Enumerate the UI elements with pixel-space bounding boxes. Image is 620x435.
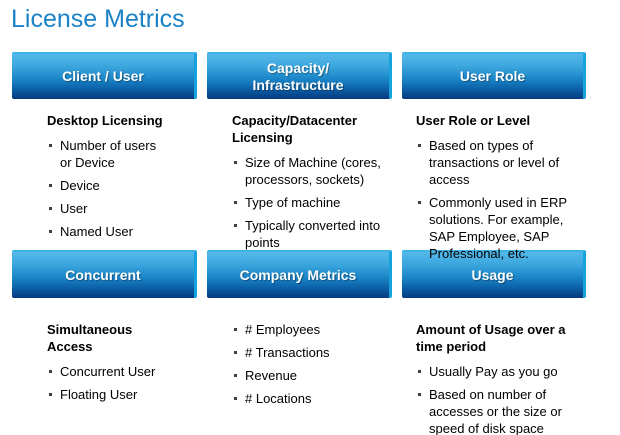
list-item: Size of Machine (cores, processors, sock… bbox=[232, 154, 392, 188]
bullet-text: Concurrent User bbox=[60, 364, 156, 379]
bullet-dot bbox=[234, 224, 237, 227]
bullet-text: Floating User bbox=[60, 387, 138, 402]
bullet-dot bbox=[234, 397, 237, 400]
list-item: Revenue bbox=[232, 367, 392, 384]
bullet-list: Number of users or Device Device User Na… bbox=[47, 137, 197, 240]
header-box-company-metrics: Company Metrics bbox=[207, 250, 392, 298]
section-subheading: Capacity/Datacenter Licensing bbox=[232, 113, 357, 145]
header-zone: Client / User bbox=[12, 44, 197, 99]
header-label: Capacity/ Infrastructure bbox=[252, 59, 344, 93]
list-item: # Employees bbox=[232, 321, 392, 338]
header-zone: User Role bbox=[402, 44, 586, 99]
bullet-text: Based on number of accesses or the size … bbox=[429, 387, 562, 435]
section-subheading: Simultaneous Access bbox=[47, 322, 133, 354]
bullet-text: # Employees bbox=[245, 322, 321, 337]
list-item: Device bbox=[47, 177, 160, 194]
section-content: Amount of Usage over a time period Usual… bbox=[402, 298, 586, 435]
bullet-text: Device bbox=[60, 178, 100, 193]
list-item: User bbox=[47, 200, 160, 217]
list-item: Typically converted into points bbox=[232, 217, 392, 251]
bullet-dot bbox=[49, 230, 52, 233]
section-content: User Role or Level Based on types of tra… bbox=[402, 99, 586, 262]
header-label: Concurrent bbox=[65, 266, 141, 283]
list-item: Concurrent User bbox=[47, 363, 187, 380]
bullet-text: Usually Pay as you go bbox=[429, 364, 558, 379]
header-box-client-user: Client / User bbox=[12, 52, 197, 99]
list-item: Named User bbox=[47, 223, 160, 240]
bullet-dot bbox=[49, 207, 52, 210]
bullet-dot bbox=[234, 351, 237, 354]
section-content: # Employees # Transactions Revenue # Loc… bbox=[207, 298, 392, 407]
bullet-dot bbox=[418, 201, 421, 204]
header-label: User Role bbox=[459, 68, 526, 84]
bullet-text: Number of users or Device bbox=[60, 138, 157, 170]
section-client-user: Client / User Desktop Licensing Number o… bbox=[12, 44, 197, 250]
bullet-dot bbox=[49, 144, 52, 147]
header-zone: Concurrent bbox=[12, 250, 197, 298]
header-label: Company Metrics bbox=[239, 266, 357, 283]
section-subheading: Desktop Licensing bbox=[47, 113, 163, 128]
bullet-list: # Employees # Transactions Revenue # Loc… bbox=[232, 321, 392, 407]
bullet-text: # Transactions bbox=[245, 345, 330, 360]
list-item: Commonly used in ERP solutions. For exam… bbox=[416, 194, 586, 262]
list-item: # Locations bbox=[232, 390, 392, 407]
bullet-dot bbox=[418, 370, 421, 373]
bullet-text: Typically converted into points bbox=[245, 218, 381, 250]
list-item: Usually Pay as you go bbox=[416, 363, 579, 380]
bullet-dot bbox=[49, 184, 52, 187]
bullet-text: Type of machine bbox=[245, 195, 341, 210]
bullet-dot bbox=[234, 201, 237, 204]
bullet-text: Revenue bbox=[245, 368, 298, 383]
list-item: Number of users or Device bbox=[47, 137, 160, 171]
header-label: Usage bbox=[471, 266, 514, 283]
bullet-text: User bbox=[60, 201, 88, 216]
list-item: # Transactions bbox=[232, 344, 392, 361]
bullet-dot bbox=[234, 374, 237, 377]
header-zone: Capacity/ Infrastructure bbox=[207, 44, 392, 99]
header-box-concurrent: Concurrent bbox=[12, 250, 197, 298]
section-content: Simultaneous Access Concurrent User Floa… bbox=[12, 298, 197, 403]
bullet-dot bbox=[418, 393, 421, 396]
bullet-dot bbox=[234, 328, 237, 331]
metrics-grid: Client / User Desktop Licensing Number o… bbox=[12, 44, 586, 435]
bullet-text: Size of Machine (cores, processors, sock… bbox=[245, 155, 381, 187]
bullet-dot bbox=[49, 370, 52, 373]
bullet-dot bbox=[49, 393, 52, 396]
header-label: Client / User bbox=[62, 68, 144, 84]
section-capacity-infrastructure: Capacity/ Infrastructure Capacity/Datace… bbox=[207, 44, 392, 250]
header-box-usage: Usage bbox=[402, 250, 586, 298]
header-zone: Company Metrics bbox=[207, 250, 392, 298]
bullet-list: Concurrent User Floating User bbox=[47, 363, 197, 403]
bullet-dot bbox=[418, 144, 421, 147]
bullet-dot bbox=[234, 161, 237, 164]
section-subheading: User Role or Level bbox=[416, 113, 531, 128]
header-zone: Usage bbox=[402, 250, 586, 298]
page-title: License Metrics bbox=[11, 5, 185, 33]
bullet-text: Based on types of transactions or level … bbox=[429, 138, 560, 187]
section-usage: Usage Amount of Usage over a time period… bbox=[402, 250, 586, 435]
list-item: Based on number of accesses or the size … bbox=[416, 386, 579, 435]
bullet-list: Based on types of transactions or level … bbox=[416, 137, 586, 262]
list-item: Type of machine bbox=[232, 194, 392, 211]
header-box-user-role: User Role bbox=[402, 52, 586, 99]
section-concurrent: Concurrent Simultaneous Access Concurren… bbox=[12, 250, 197, 435]
bullet-text: Commonly used in ERP solutions. For exam… bbox=[429, 195, 567, 261]
section-company-metrics: Company Metrics # Employees # Transactio… bbox=[207, 250, 392, 435]
bullet-text: Named User bbox=[60, 224, 133, 239]
header-box-capacity-infrastructure: Capacity/ Infrastructure bbox=[207, 52, 392, 99]
bullet-list: Usually Pay as you go Based on number of… bbox=[416, 363, 586, 435]
section-user-role: User Role User Role or Level Based on ty… bbox=[402, 44, 586, 261]
bullet-text: # Locations bbox=[245, 391, 312, 406]
section-subheading: Amount of Usage over a time period bbox=[416, 322, 566, 354]
section-content: Desktop Licensing Number of users or Dev… bbox=[12, 99, 197, 240]
section-content: Capacity/Datacenter Licensing Size of Ma… bbox=[207, 99, 392, 251]
list-item: Floating User bbox=[47, 386, 187, 403]
list-item: Based on types of transactions or level … bbox=[416, 137, 586, 188]
bullet-list: Size of Machine (cores, processors, sock… bbox=[232, 154, 392, 251]
